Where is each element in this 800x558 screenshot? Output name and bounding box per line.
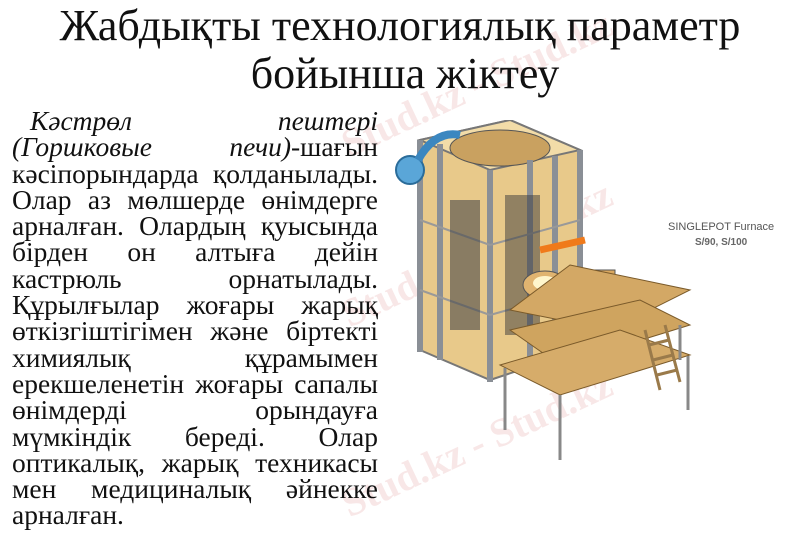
body-line: ерекшеленетін жоғары сапалы	[12, 367, 378, 399]
body-line: мүмкіндік береді. Олар	[12, 420, 378, 452]
furnace-illustration	[395, 120, 692, 460]
title-line-2: бойынша жіктеу	[250, 49, 560, 98]
caption-models: S/90, S/100	[694, 237, 748, 248]
body-italic-term: печи)	[229, 131, 291, 163]
body-line: Олар аз мөлшерде өнімдерге	[12, 183, 378, 215]
body-line: (Горшковые печи)-шағын	[12, 131, 378, 163]
body-line: кәсіпорындарда қолданылады.	[12, 157, 378, 189]
title-line-1: Жабдықты технологиялық параметр	[59, 1, 741, 50]
body-italic-term: Кәстрөл	[30, 105, 133, 136]
body-line: Құрылғылар жоғары жарық	[12, 289, 378, 321]
body-line: өнімдерді орындауға	[12, 394, 378, 426]
body-line: бірден он алтыға дейін	[12, 236, 378, 268]
body-line: кастрюль орнатылады.	[12, 262, 378, 294]
slide-title: Жабдықты технологиялық параметр бойынша …	[0, 0, 800, 98]
body-italic-term: пештері	[277, 105, 378, 136]
body-line: мен медициналық әйнекке	[12, 473, 378, 505]
body-line: Кәстрөл пештері	[12, 105, 378, 136]
body-line: өткізгіштігімен және біртекті	[12, 315, 378, 347]
caption-title: SINGLEPOT Furnace	[668, 221, 775, 233]
body-line: оптикалық, жарық техникасы	[12, 446, 378, 478]
figure-caption: SINGLEPOT Furnace S/90, S/100	[668, 219, 774, 251]
body-text-tail: -шағын	[290, 131, 378, 163]
body-line: химиялық құрамымен	[12, 341, 378, 373]
body-line: арналған.	[12, 499, 124, 531]
body-line: арналған. Олардың қуысында	[12, 210, 378, 242]
body-italic-term: (Горшковые	[12, 131, 152, 163]
